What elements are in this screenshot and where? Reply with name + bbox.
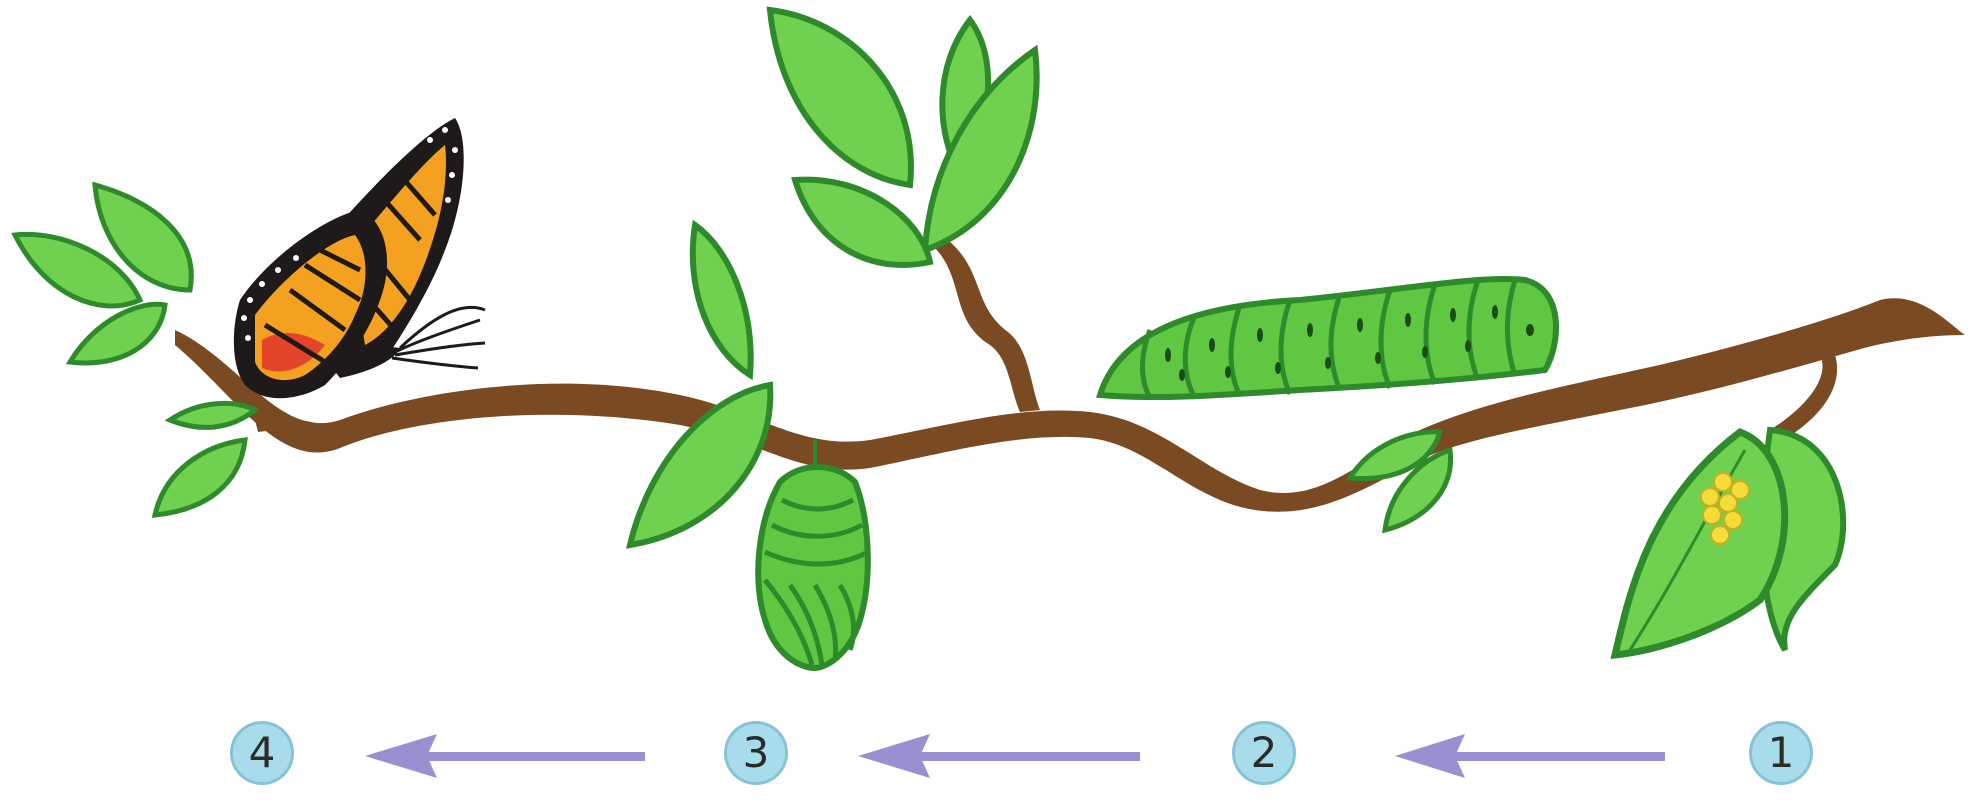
butterfly: [234, 118, 485, 398]
chrysalis: [758, 440, 868, 668]
step-number-1: 1: [1768, 732, 1795, 774]
egg-leaf: [1615, 430, 1843, 655]
step-badge-3: 3: [724, 721, 788, 785]
leaf-cluster-middle: [630, 225, 770, 545]
step-number-2: 2: [1251, 732, 1278, 774]
step-number-3: 3: [743, 732, 770, 774]
step-badge-4: 4: [230, 721, 294, 785]
arrow-2-to-1: [1395, 734, 1665, 778]
step-badge-1: 1: [1749, 721, 1813, 785]
leaf-cluster-left: [15, 185, 255, 515]
arrow-3-to-2: [858, 734, 1140, 778]
arrow-4-to-3: [365, 734, 645, 778]
leaf-cluster-right-small: [1350, 432, 1451, 530]
caterpillar: [1100, 279, 1556, 398]
step-badge-2: 2: [1232, 721, 1296, 785]
step-number-4: 4: [249, 732, 276, 774]
leaf-cluster-top: [770, 10, 1037, 265]
